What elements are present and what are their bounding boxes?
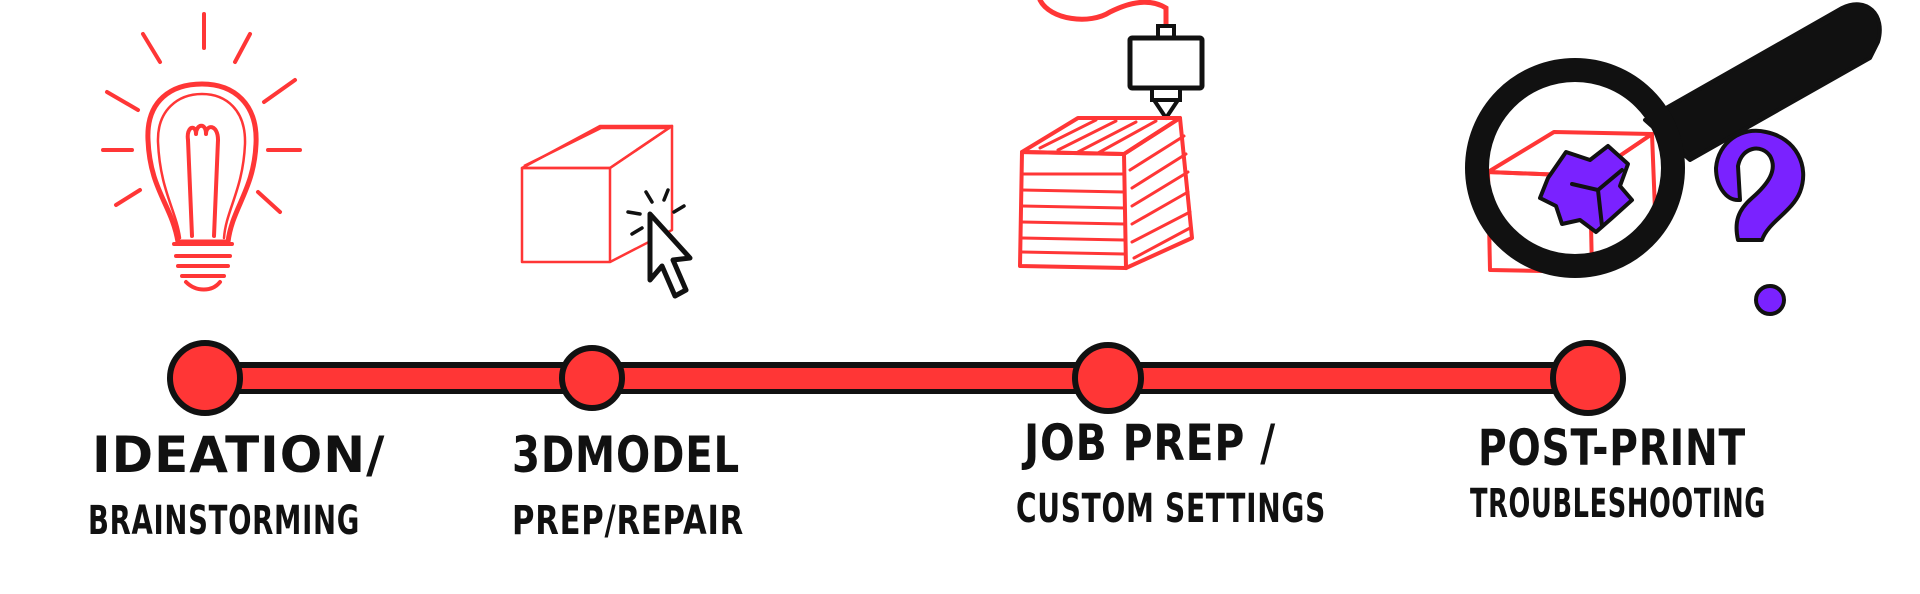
timeline-node-job-prep <box>1072 342 1144 414</box>
stage-labels: IDEATION/ BRAINSTORMING 3DMODEL PREP/REP… <box>88 414 1766 544</box>
timeline-node-post-print <box>1550 340 1626 416</box>
stage-3-title: JOB PREP / <box>1022 414 1276 472</box>
stage-2-title: 3DMODEL <box>512 426 740 484</box>
timeline <box>189 362 1604 394</box>
stage-4-subtitle: TROUBLESHOOTING <box>1470 481 1766 527</box>
magnifier-lens <box>1465 58 1685 278</box>
lightbulb-icon <box>101 12 302 292</box>
stage-3-subtitle: CUSTOM SETTINGS <box>1016 486 1326 532</box>
magnifier-handle <box>1643 2 1882 162</box>
timeline-node-3dmodel <box>559 345 625 411</box>
stage-1-title: IDEATION/ <box>92 426 385 484</box>
question-mark-icon <box>1714 128 1806 242</box>
cursor-arrow-icon <box>647 211 693 299</box>
stage-4-title: POST-PRINT <box>1478 419 1746 477</box>
timeline-node-ideation <box>167 340 243 416</box>
magnifier-question-icon <box>1465 2 1882 316</box>
timeline-nodes <box>167 340 1626 416</box>
cube-cursor-icon <box>520 124 693 299</box>
stage-1-subtitle: BRAINSTORMING <box>88 498 360 544</box>
print-nozzle-icon <box>1018 0 1205 270</box>
stage-2-subtitle: PREP/REPAIR <box>512 498 744 544</box>
